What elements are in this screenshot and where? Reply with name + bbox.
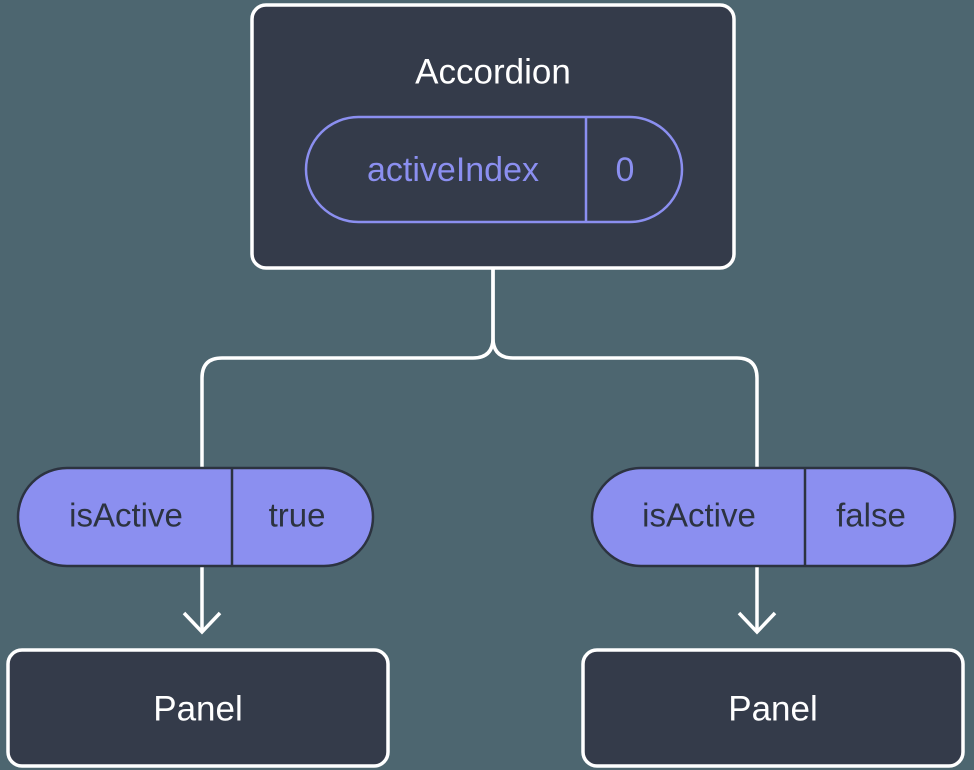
panel-node-left-box[interactable] xyxy=(6,648,390,768)
edge-accordion-fork xyxy=(200,268,495,468)
panel-node-left[interactable]: Panel xyxy=(6,648,390,768)
left-prop-pill-shape[interactable] xyxy=(16,466,375,568)
edge-group xyxy=(182,268,777,635)
right-prop-pill[interactable]: isActive false xyxy=(590,466,957,568)
right-prop-value: false xyxy=(836,497,906,534)
right-prop-key: isActive xyxy=(642,497,756,534)
accordion-state-key: activeIndex xyxy=(367,151,539,189)
right-prop-pill-shape[interactable] xyxy=(590,466,957,568)
panel-node-right-box[interactable] xyxy=(581,648,965,768)
left-prop-key: isActive xyxy=(69,497,183,534)
accordion-node[interactable]: Accordion activeIndex 0 xyxy=(250,3,736,270)
left-prop-value: true xyxy=(269,497,326,534)
arrowhead-left-icon xyxy=(182,611,222,635)
accordion-node-title: Accordion xyxy=(415,52,571,91)
accordion-state-pill-shape[interactable] xyxy=(304,115,684,224)
edge-accordion-fork-right xyxy=(491,268,759,468)
arrowhead-right-icon xyxy=(737,611,777,635)
accordion-node-box[interactable] xyxy=(250,3,736,270)
left-prop-pill[interactable]: isActive true xyxy=(16,466,375,568)
panel-node-right-title: Panel xyxy=(728,689,818,728)
panel-node-right[interactable]: Panel xyxy=(581,648,965,768)
accordion-state-value: 0 xyxy=(616,151,635,189)
accordion-state-pill[interactable]: activeIndex 0 xyxy=(304,115,684,224)
panel-node-left-title: Panel xyxy=(153,689,243,728)
